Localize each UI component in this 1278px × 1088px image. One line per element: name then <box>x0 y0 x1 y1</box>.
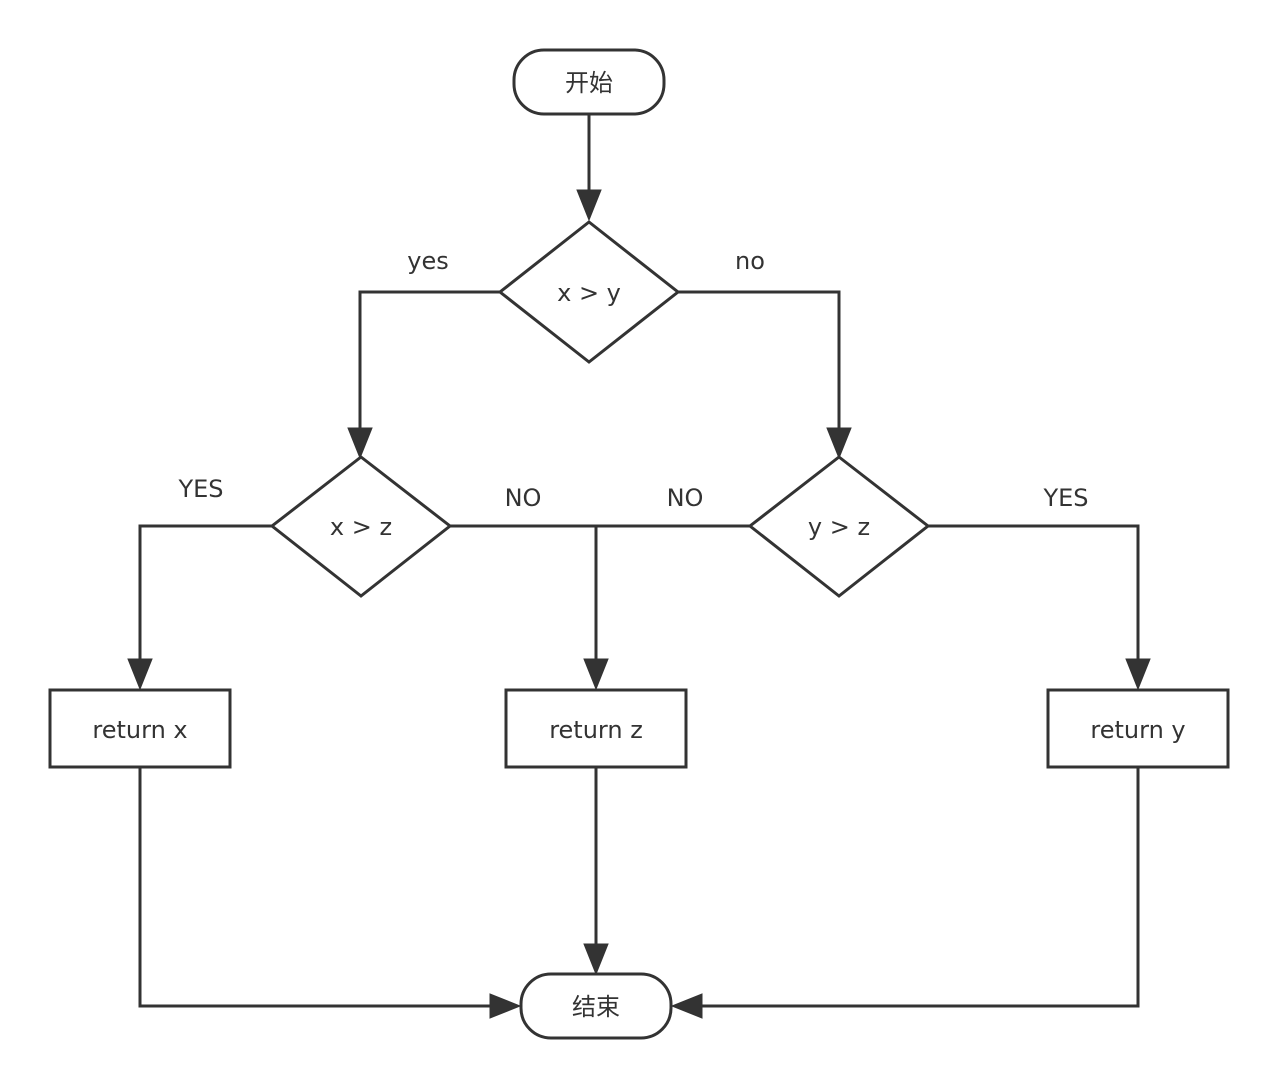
arrowhead-to-return-x <box>127 658 153 691</box>
process-return-z: return z <box>504 688 688 769</box>
edge-label-x-gt-z-yes: YES <box>177 475 223 503</box>
decision-x-gt-y-shape <box>497 220 681 364</box>
decision-y-gt-z-label: y > z <box>808 513 870 541</box>
end-node: 结束 <box>519 972 673 1040</box>
start-label: 开始 <box>565 69 613 97</box>
process-return-z-label: return z <box>549 716 643 744</box>
start-node: 开始 <box>512 48 666 116</box>
arrowhead-to-return-y <box>1125 658 1151 691</box>
edge-x-gt-y-no <box>678 290 841 433</box>
edge-label-y-gt-z-no: NO <box>667 484 704 512</box>
arrowhead-to-end-right <box>670 993 703 1019</box>
end-terminal-shape <box>519 972 673 1040</box>
edge-x-gt-z-yes <box>138 524 272 665</box>
flowchart-edges <box>138 115 1140 1008</box>
edge-y-gt-z-yes <box>928 524 1140 665</box>
decision-y-gt-z: y > z <box>747 455 931 598</box>
arrowhead-to-end-left <box>489 993 522 1019</box>
decision-x-gt-y: x > y <box>497 220 681 364</box>
edge-return-x-to-end <box>138 768 497 1008</box>
decision-x-gt-z-shape <box>269 455 453 598</box>
decision-x-gt-z: x > z <box>269 455 453 598</box>
start-terminal-shape <box>512 48 666 116</box>
edge-label-y-gt-z-yes: YES <box>1042 484 1088 512</box>
flowchart-arrowheads <box>127 189 1151 1019</box>
edge-label-x-gt-z-no: NO <box>505 484 542 512</box>
decision-y-gt-z-shape <box>747 455 931 598</box>
process-return-x-label: return x <box>92 716 187 744</box>
arrowhead-to-y-gt-z <box>826 427 852 460</box>
arrowhead-to-x-gt-z <box>347 427 373 460</box>
edge-return-y-to-end <box>695 768 1140 1008</box>
edge-x-gt-y-yes <box>358 290 500 433</box>
decision-x-gt-y-label: x > y <box>557 279 621 307</box>
process-return-x: return x <box>48 688 232 769</box>
edge-labels: yes no YES NO NO YES <box>177 247 1088 512</box>
arrowhead-to-x-gt-y <box>576 189 602 222</box>
edge-label-x-gt-y-yes: yes <box>407 247 448 275</box>
process-return-y-label: return y <box>1090 716 1185 744</box>
end-label: 结束 <box>572 993 620 1021</box>
process-return-y: return y <box>1046 688 1230 769</box>
arrowhead-to-end-top <box>583 943 609 976</box>
edge-label-x-gt-y-no: no <box>735 247 765 275</box>
process-return-z-shape <box>504 688 688 769</box>
decision-x-gt-z-label: x > z <box>330 513 392 541</box>
process-return-y-shape <box>1046 688 1230 769</box>
process-return-x-shape <box>48 688 232 769</box>
arrowhead-to-return-z <box>583 658 609 691</box>
